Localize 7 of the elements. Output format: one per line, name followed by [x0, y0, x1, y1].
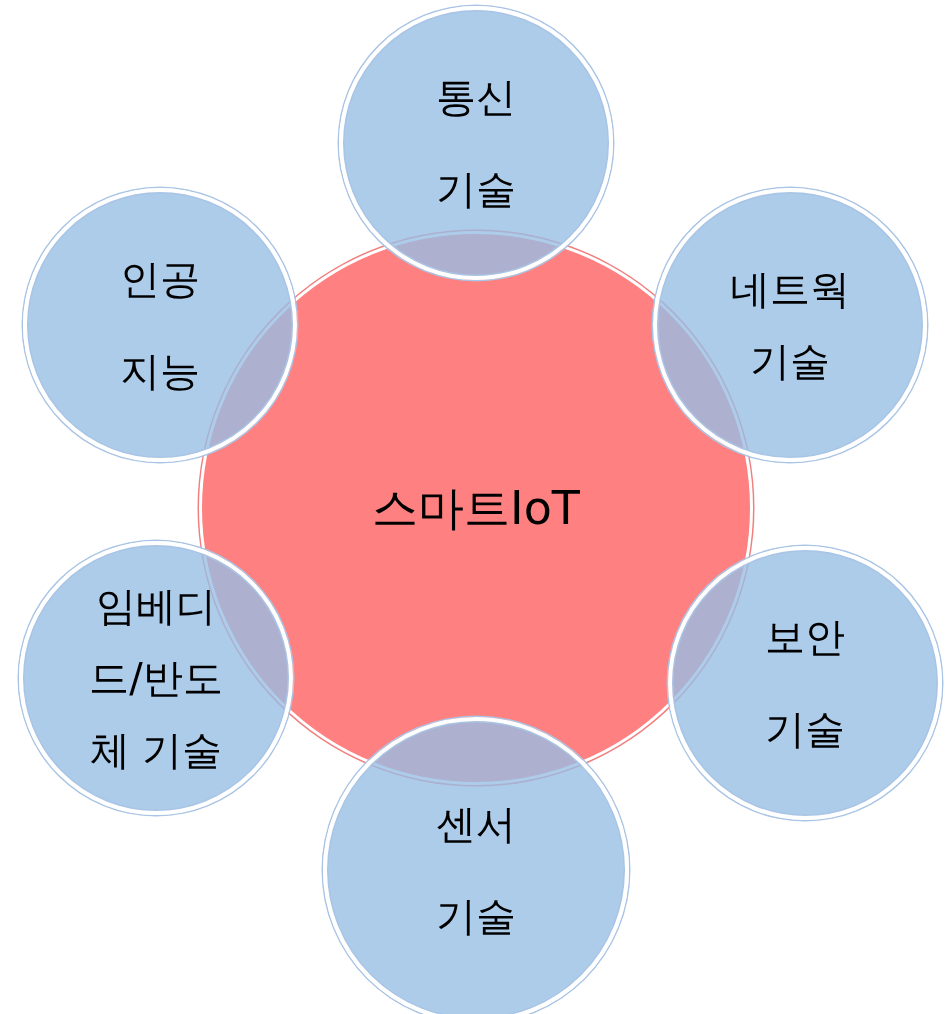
node-label: 센서 기술 — [435, 800, 517, 941]
node-label: 네트웍 기술 — [729, 265, 851, 386]
node-label: 보안 기술 — [764, 613, 846, 754]
node-label: 인공 지능 — [119, 255, 201, 396]
node-label: 통신 기술 — [435, 73, 517, 214]
node-label: 스마트IoT — [371, 480, 581, 537]
node-label: 임베디드/반도체 기술 — [88, 582, 224, 775]
